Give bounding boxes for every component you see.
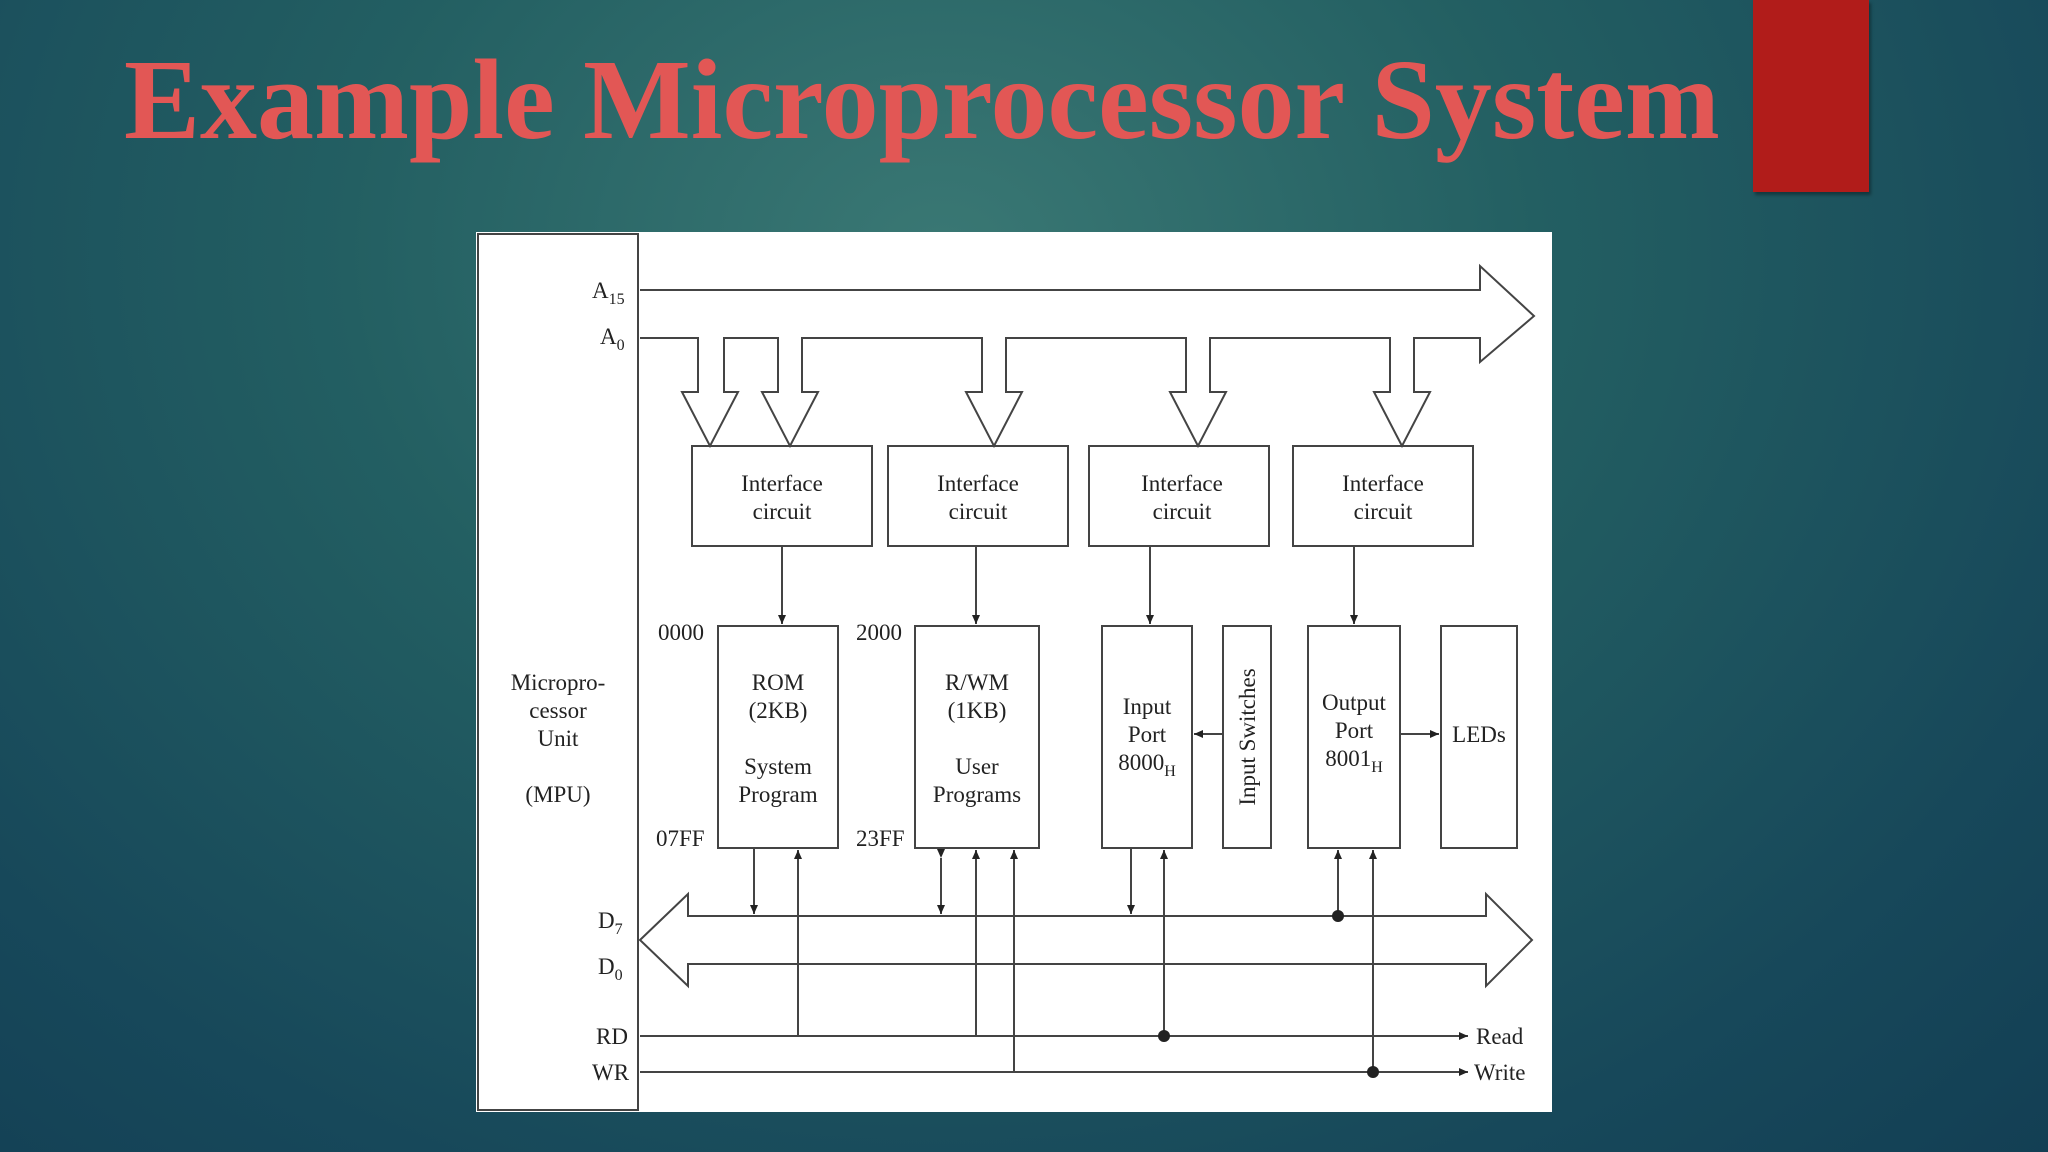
interface-label: Interface — [1342, 471, 1424, 496]
input-switches-box — [1222, 625, 1272, 849]
rd-label: RD — [596, 1024, 628, 1049]
mpu-label: (MPU) — [525, 782, 590, 807]
input-port-box — [1101, 625, 1193, 849]
input-switches-label: Input Switches — [1235, 668, 1260, 805]
diagram-svg: Micropro- cessor Unit (MPU) A15 A0 Inter… — [477, 233, 1536, 1111]
rwm-label: R/WM — [945, 670, 1009, 695]
rom-label: Program — [738, 782, 817, 807]
output-port-address: 8001H — [1325, 746, 1383, 776]
output-port-label: Port — [1335, 718, 1374, 743]
interface-label: Interface — [937, 471, 1019, 496]
address-bus — [640, 263, 1536, 449]
interface-label: circuit — [1354, 499, 1413, 524]
input-port-label: Port — [1128, 722, 1167, 747]
address-high-label: A15 — [592, 278, 625, 308]
interface-label: circuit — [949, 499, 1008, 524]
rom-end-address: 07FF — [656, 826, 705, 851]
rwm-box — [914, 625, 1040, 849]
junction-dot-data — [1332, 910, 1344, 922]
rom-label: ROM — [752, 670, 804, 695]
write-label: Write — [1474, 1060, 1525, 1085]
interface-label: circuit — [753, 499, 812, 524]
data-low-label: D0 — [598, 954, 623, 984]
accent-block — [1753, 0, 1869, 192]
mpu-label: Unit — [538, 726, 580, 751]
leds-box — [1440, 625, 1518, 849]
interface-box-rom — [691, 445, 873, 547]
interface-box-input — [1088, 445, 1270, 547]
wr-label: WR — [592, 1060, 630, 1085]
rwm-label: Programs — [933, 782, 1021, 807]
rwm-label: User — [955, 754, 999, 779]
data-bus — [638, 891, 1534, 989]
junction-dot-wr — [1367, 1066, 1379, 1078]
rom-label: (2KB) — [749, 698, 808, 723]
slide-title: Example Microprocessor System — [124, 36, 1720, 163]
rwm-label: (1KB) — [948, 698, 1007, 723]
data-high-label: D7 — [598, 908, 623, 938]
junction-dot-rd — [1158, 1030, 1170, 1042]
read-label: Read — [1476, 1024, 1524, 1049]
mpu-box — [477, 233, 639, 1111]
rom-label: System — [744, 754, 812, 779]
leds-label: LEDs — [1452, 722, 1506, 747]
rwm-start-address: 2000 — [856, 620, 902, 645]
output-port-label: Output — [1322, 690, 1387, 715]
mpu-label: cessor — [529, 698, 587, 723]
mpu-label: Micropro- — [511, 670, 606, 695]
interface-label: Interface — [1141, 471, 1223, 496]
input-port-label: Input — [1123, 694, 1172, 719]
rwm-end-address: 23FF — [856, 826, 905, 851]
microprocessor-diagram: Micropro- cessor Unit (MPU) A15 A0 Inter… — [476, 232, 1552, 1112]
interface-box-rwm — [887, 445, 1069, 547]
address-low-label: A0 — [600, 324, 625, 354]
interface-label: Interface — [741, 471, 823, 496]
rom-start-address: 0000 — [658, 620, 704, 645]
interface-label: circuit — [1153, 499, 1212, 524]
interface-box-output — [1292, 445, 1474, 547]
rom-box — [717, 625, 839, 849]
output-port-box — [1307, 625, 1401, 849]
input-port-address: 8000H — [1118, 750, 1176, 780]
